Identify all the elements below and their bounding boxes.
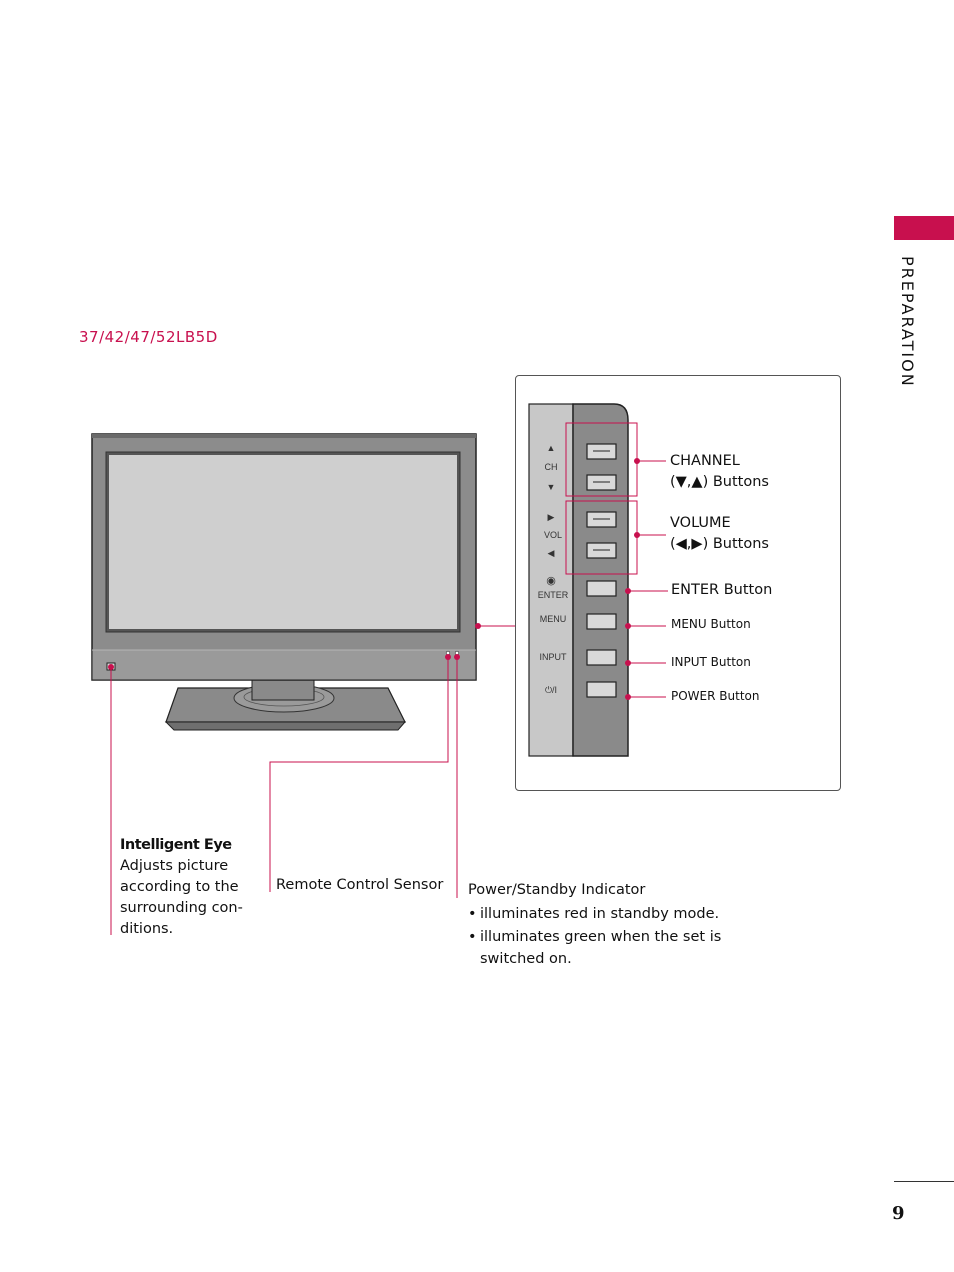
power-indicator-continuation: switched on. <box>480 951 572 967</box>
power-button <box>586 681 617 698</box>
power-indicator-bullet: illuminates red in standby mode. <box>468 903 768 926</box>
power-indicator-bullet: illuminates green when the set is <box>468 926 768 949</box>
vol-left-glyph: ◀ <box>547 548 555 558</box>
ch-down-glyph: ▼ <box>546 482 556 492</box>
input-button <box>586 649 617 666</box>
menu-label: MENU <box>539 614 567 624</box>
tv-screen <box>109 455 457 629</box>
power-indicator-title: Power/Standby Indicator <box>468 882 646 898</box>
enter-button-label: ENTER Button <box>671 582 773 598</box>
input-label: INPUT <box>539 652 567 662</box>
remote-sensor-caption: Remote Control Sensor <box>276 877 444 893</box>
vol-label: VOL <box>543 530 562 540</box>
intelligent-eye-title: Intelligent Eye <box>120 837 232 853</box>
intelligent-eye-caption: Intelligent Eye Adjusts picture accordin… <box>120 835 250 940</box>
ch-up-glyph: ▲ <box>546 443 556 453</box>
vol-right-glyph: ▶ <box>547 512 555 522</box>
model-heading: 37/42/47/52LB5D <box>79 328 218 346</box>
intelligent-eye-line: according to the <box>120 879 239 895</box>
channel-label: CHANNEL <box>670 453 740 469</box>
section-tab <box>894 216 954 240</box>
intelligent-eye-line: Adjusts picture <box>120 858 229 874</box>
input-button-label: INPUT Button <box>671 655 751 669</box>
enter-label: ENTER <box>537 590 569 600</box>
volume-buttons-label: (◀,▶) Buttons <box>670 536 769 552</box>
power-indicator-caption: Power/Standby Indicator illuminates red … <box>468 880 768 970</box>
intelligent-eye-line: surrounding con- <box>120 900 243 916</box>
intelligent-eye-line: ditions. <box>120 921 174 937</box>
channel-buttons-label: (▼,▲) Buttons <box>670 474 769 490</box>
power-button-label: POWER Button <box>671 689 760 703</box>
enter-button <box>586 580 617 597</box>
ch-label: CH <box>544 462 558 472</box>
power-icon: ⏻/I <box>544 685 558 695</box>
menu-button-label: MENU Button <box>671 617 751 631</box>
section-label: PREPARATION <box>898 256 917 388</box>
enter-icon: ◉ <box>546 575 556 587</box>
menu-button <box>586 613 617 630</box>
page-number: 9 <box>892 1203 905 1224</box>
power-indicator-list: illuminates red in standby mode. illumin… <box>468 903 768 949</box>
volume-label: VOLUME <box>670 515 731 531</box>
page-rule <box>894 1181 954 1182</box>
